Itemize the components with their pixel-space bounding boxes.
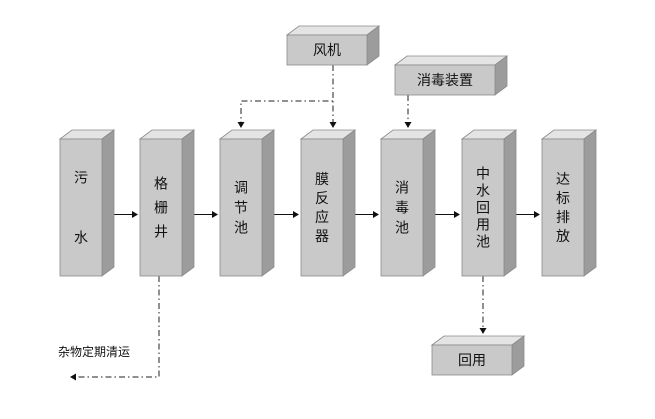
box-face: [394, 64, 496, 96]
box-side: [422, 129, 436, 277]
arrow-head: [373, 211, 379, 218]
box-top: [393, 55, 509, 66]
node-reclaimed-water-tank: 中水回用池: [460, 129, 518, 277]
node-blower: 风机: [285, 25, 381, 66]
arrow-head: [404, 122, 412, 128]
edge-blower-to-membrane-reactor: [329, 65, 337, 128]
arrow-head: [293, 211, 299, 218]
node-reuse: 回用: [430, 335, 526, 376]
node-label: 回用: [458, 353, 486, 369]
box-side: [342, 129, 356, 277]
node-label: 格栅井: [154, 177, 168, 241]
node-disinfection-tank: 消毒池: [379, 129, 437, 277]
edge-line: [240, 65, 334, 124]
node-compliant-discharge: 达标排放: [540, 129, 598, 277]
node-membrane-reactor: 膜反应器: [299, 129, 357, 277]
box-side: [261, 129, 275, 277]
node-label: 中水回用池: [476, 167, 490, 251]
box-face: [380, 138, 424, 277]
note-debris-removal: 杂物定期清运: [58, 344, 130, 359]
box-face: [431, 344, 513, 376]
node-label: 消毒池: [395, 181, 409, 237]
box-top: [285, 25, 381, 36]
node-label: 风机: [313, 43, 341, 59]
box-face: [300, 138, 344, 277]
node-label: 消毒装置: [417, 73, 473, 89]
arrow-head: [70, 373, 76, 381]
node-disinfection-device: 消毒装置: [393, 55, 509, 96]
edge-blower-to-regulating-tank: [237, 65, 334, 128]
arrow-head: [534, 211, 540, 218]
node-label: 膜反应器: [315, 172, 329, 245]
box-side: [181, 129, 195, 277]
box-side: [583, 129, 597, 277]
box-side: [101, 129, 115, 277]
arrow-head: [237, 122, 245, 128]
box-face: [461, 138, 505, 277]
edge-disinfection-device-to-disinfection-tank: [404, 95, 412, 128]
arrow-head: [479, 328, 487, 334]
node-regulating-tank: 调节池: [218, 129, 276, 277]
node-wastewater: 污水: [58, 129, 116, 277]
box-face: [139, 138, 183, 277]
edge-reclaimed-water-tank-to-reuse: [479, 276, 487, 334]
edge-grille-well-to-debris_removal: [70, 276, 160, 381]
arrow-head: [212, 211, 218, 218]
box-face: [219, 138, 263, 277]
arrow-head: [132, 211, 138, 218]
node-label: 达标排放: [556, 172, 570, 245]
box-side: [503, 129, 517, 277]
box-face: [286, 34, 368, 66]
box-face: [59, 138, 103, 277]
box-top: [430, 335, 526, 346]
edge-line: [75, 276, 160, 378]
box-face: [541, 138, 585, 277]
arrow-head: [454, 211, 460, 218]
arrow-head: [329, 122, 337, 128]
node-grille-well: 格栅井: [138, 129, 196, 277]
node-label: 调节池: [234, 181, 248, 237]
node-label: 污水: [74, 171, 88, 247]
